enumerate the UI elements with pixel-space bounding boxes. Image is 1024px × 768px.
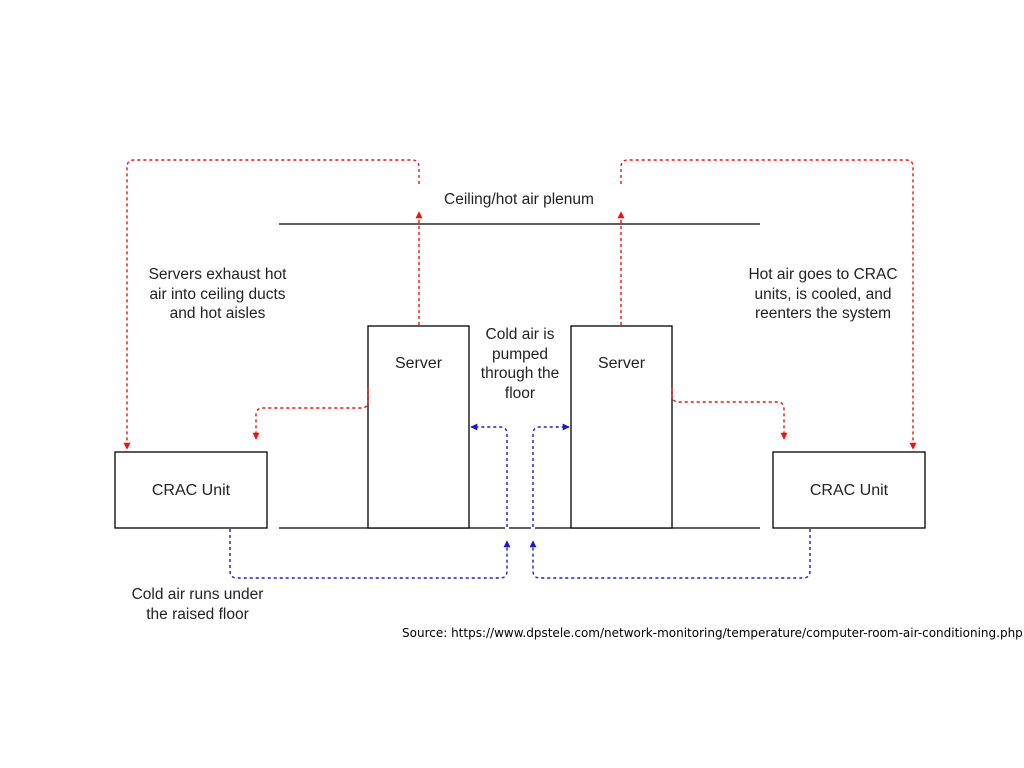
- hot-air-arrow-server-left-to-crac: [252, 388, 369, 440]
- crac-left-box: [114, 451, 268, 529]
- server-right-box: [570, 325, 673, 529]
- server-left-label: Server: [394, 355, 443, 372]
- crac-right-box: [772, 451, 926, 529]
- hot-air-arrow-plenum-to-crac-right: [620, 159, 917, 450]
- crac-right-label: CRAC Unit: [809, 482, 889, 499]
- servers-exhaust-label: Servers exhaust hot air into ceiling duc…: [148, 266, 287, 323]
- cold-air-arrow-crac-left-to-floor: [229, 529, 511, 579]
- source-caption: Source: https://www.dpstele.com/network-…: [402, 626, 1023, 640]
- hot-air-crac-label: Hot air goes to CRAC units, is cooled, a…: [748, 266, 898, 323]
- cold-air-pumped-label: Cold air is pumped through the floor: [480, 326, 560, 402]
- ceiling-plenum-label: Ceiling/hot air plenum: [444, 191, 594, 208]
- cold-air-under-floor-label: Cold air runs under the raised floor: [131, 586, 264, 623]
- cold-air-arrow-floor-to-server-left: [470, 423, 508, 527]
- crac-left-label: CRAC Unit: [151, 482, 231, 499]
- server-right-label: Server: [597, 355, 646, 372]
- cold-air-arrow-crac-right-to-floor: [529, 529, 811, 579]
- hot-air-arrow-server-right-to-crac: [671, 388, 788, 440]
- hot-air-arrow-plenum-to-crac-left: [123, 159, 420, 450]
- cold-air-arrow-floor-to-server-right: [532, 423, 570, 527]
- server-left-box: [367, 325, 470, 529]
